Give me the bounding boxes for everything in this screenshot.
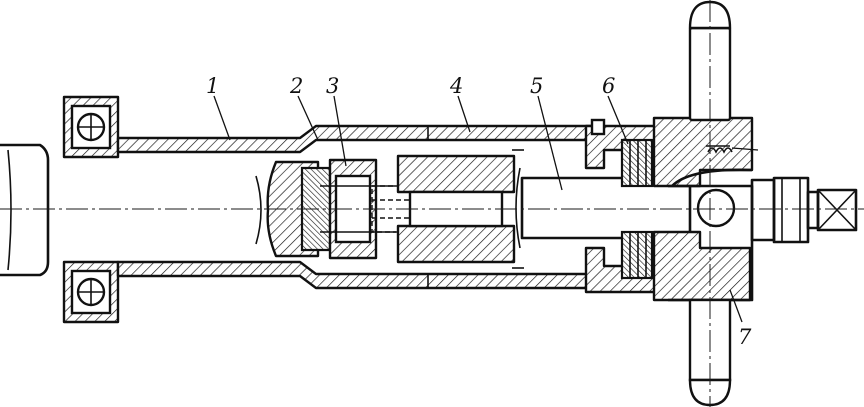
housing-part-7 [652,116,759,302]
lower-bearing [62,260,120,324]
end-nut [750,176,858,244]
spindle [0,143,50,277]
label-part-6: 6 [602,74,615,98]
label-part-4: 4 [449,74,463,98]
label-part-3: 3 [326,74,339,98]
clutch-part-6 [620,138,654,280]
leader-lines [213,95,743,323]
label-part-7: 7 [738,325,752,349]
label-part-1: 1 [206,74,219,98]
label-part-5: 5 [530,74,543,98]
upper-bearing [62,95,120,159]
label-part-2: 2 [289,74,303,98]
